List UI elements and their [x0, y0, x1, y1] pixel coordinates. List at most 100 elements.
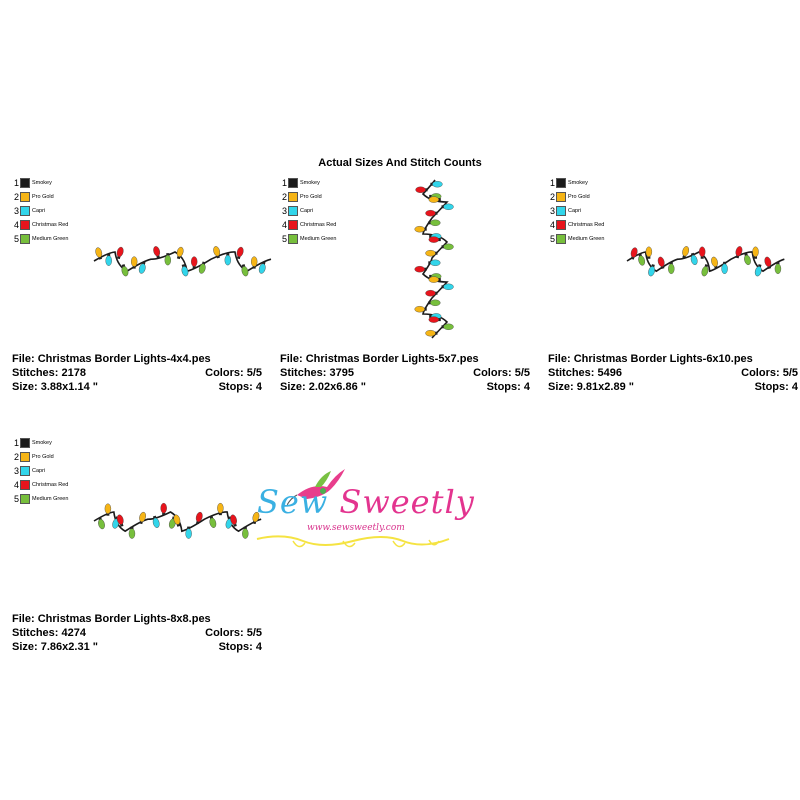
light-bulb — [128, 526, 136, 539]
color-swatch — [288, 177, 298, 188]
size-row-left: Size: 9.81x2.89 " — [548, 380, 634, 394]
light-bulb — [645, 246, 653, 259]
legend-number: 2 — [13, 451, 19, 462]
light-bulb — [682, 246, 689, 259]
light-wire — [626, 251, 785, 273]
light-bulb — [213, 246, 221, 259]
light-bulb — [425, 289, 438, 297]
legend-color-name: Pro Gold — [32, 193, 54, 200]
light-bulb — [441, 203, 454, 210]
legend-number: 1 — [281, 177, 287, 188]
stitches-row-right: Colors: 5/5 — [205, 626, 262, 640]
file-row-left: File: Christmas Border Lights-5x7.pes — [280, 352, 479, 366]
color-swatch — [556, 219, 566, 230]
light-bulb — [430, 180, 443, 188]
light-bulb — [441, 323, 454, 331]
color-swatch — [20, 465, 30, 476]
legend-color-name: Pro Gold — [300, 193, 322, 200]
legend-number: 3 — [13, 465, 19, 476]
legend-color-name: Smokey — [300, 179, 320, 186]
legend-number: 5 — [13, 493, 19, 504]
stitch-count: 4274 — [61, 627, 87, 639]
stitches-row-left: Stitches: 2178 — [12, 366, 86, 380]
size-row-left: Size: 3.88x1.14 " — [12, 380, 98, 394]
size-row: Size: 9.81x2.89 " Stops: 4 — [548, 380, 798, 394]
color-swatch — [20, 451, 30, 462]
light-bulb — [121, 264, 129, 277]
file-row: File: Christmas Border Lights-5x7.pes — [280, 352, 530, 366]
design-size-label: Size: — [280, 381, 306, 393]
stitches-row-left: Stitches: 5496 — [548, 366, 622, 380]
file-row: File: Christmas Border Lights-6x10.pes — [548, 352, 798, 366]
light-bulb — [764, 256, 772, 269]
logo-word-sweetly: Sweetly — [339, 483, 475, 521]
logo-swirl-underline — [256, 535, 450, 548]
light-bulb — [185, 526, 192, 539]
light-bulb — [242, 526, 249, 539]
legend-color-name: Christmas Red — [32, 221, 69, 228]
size-row-right: Stops: 4 — [755, 380, 798, 394]
design-size-label: Size: — [12, 381, 38, 393]
size-row-right: Stops: 4 — [219, 380, 262, 394]
legend-color-name: Smokey — [32, 179, 52, 186]
color-count-label: Colors: — [205, 367, 244, 379]
legend-number: 1 — [13, 177, 19, 188]
color-swatch — [20, 233, 30, 244]
light-bulb — [752, 246, 759, 259]
light-bulb — [198, 261, 206, 274]
file-row: File: Christmas Border Lights-4x4.pes — [12, 352, 262, 366]
light-bulb — [735, 246, 743, 259]
lights-design-5x7 — [414, 179, 454, 339]
stop-count: 4 — [255, 641, 262, 653]
legend-color-name: Smokey — [32, 439, 52, 446]
logo-wordmark: Sew Sweetly — [257, 483, 475, 521]
light-bulb — [414, 226, 427, 233]
stitch-count: 2178 — [61, 367, 87, 379]
stitch-count-label: Stitches: — [12, 367, 59, 379]
color-swatch — [20, 493, 30, 504]
light-bulb — [414, 305, 427, 313]
light-bulb — [428, 316, 441, 323]
light-bulb — [754, 264, 762, 277]
light-bulb — [630, 247, 638, 260]
legend-row: 2 Pro Gold — [280, 190, 322, 203]
legend-number: 2 — [281, 191, 287, 202]
light-bulb — [744, 252, 751, 266]
stitches-row-left: Stitches: 4274 — [12, 626, 86, 640]
light-bulb — [152, 515, 160, 528]
color-swatch — [556, 177, 566, 188]
legend-number: 4 — [13, 219, 19, 230]
light-bulb — [98, 516, 105, 530]
light-bulb — [190, 256, 198, 269]
light-bulb — [701, 264, 709, 277]
light-bulb — [250, 256, 258, 269]
legend-number: 4 — [281, 219, 287, 230]
legend-number: 5 — [13, 233, 19, 244]
light-bulb — [224, 253, 232, 266]
legend-color-name: Medium Green — [300, 235, 337, 242]
light-bulb — [95, 247, 103, 260]
light-bulb — [428, 219, 441, 226]
lights-design-6x10 — [626, 246, 785, 277]
legend-color-name: Smokey — [568, 179, 588, 186]
color-swatch — [288, 205, 298, 216]
file-name: Christmas Border Lights-4x4.pes — [37, 353, 211, 365]
light-bulb — [668, 261, 675, 274]
legend-row: 2 Pro Gold — [12, 190, 54, 203]
legend-color-name: Christmas Red — [568, 221, 605, 228]
legend-number: 2 — [13, 191, 19, 202]
size-row-right: Stops: 4 — [219, 640, 262, 654]
